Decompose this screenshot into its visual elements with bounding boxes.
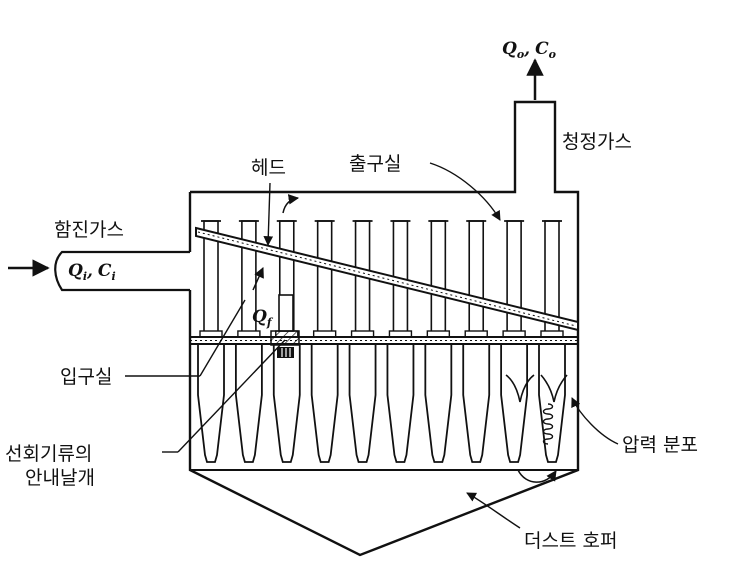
label-outlet-chamber: 출구실 [349,153,401,175]
head-plate [195,226,579,332]
label-head: 헤드 [251,157,286,179]
inlet-symbols: Qi,Ci [68,261,116,283]
label-pressure-distribution: 압력 분포 [622,434,698,456]
cyclone-tube [462,220,491,463]
cyclone-tube [500,220,529,463]
svg-text:Qi,Ci: Qi,Ci [68,261,116,283]
cyclone-tube [348,220,377,463]
svg-text:Qo,Co: Qo,Co [502,39,556,61]
tube-plate [190,336,578,345]
cyclone-tube [234,220,263,463]
label-clean-gas: 청정가스 [562,131,632,153]
outlet-flow-arrow [282,194,300,214]
svg-text:Qf: Qf [252,307,274,329]
cyclone-tube [538,220,566,463]
tube-flow-symbol: Qf [252,307,274,329]
label-guide-vane-line1: 선회기류의 [5,443,92,465]
label-inlet-gas: 함진가스 [54,219,124,241]
cyclone-tube [424,220,453,463]
cyclone-tube [386,220,415,463]
outlet-symbols: Qo,Co [502,39,556,61]
label-dust-hopper: 더스트 호퍼 [524,530,617,552]
cyclone-tubes [197,220,566,463]
label-guide-vane-line2: 안내날개 [25,467,95,489]
housing [188,100,580,557]
inlet-flow-arrow [252,267,264,291]
sectioned-cyclone [270,294,300,358]
label-inlet-chamber: 입구실 [60,366,112,388]
cyclone-tube [310,220,339,463]
inlet-duct [8,250,190,292]
pressure-distribution-curves [505,374,568,483]
leader-lines [125,162,619,529]
